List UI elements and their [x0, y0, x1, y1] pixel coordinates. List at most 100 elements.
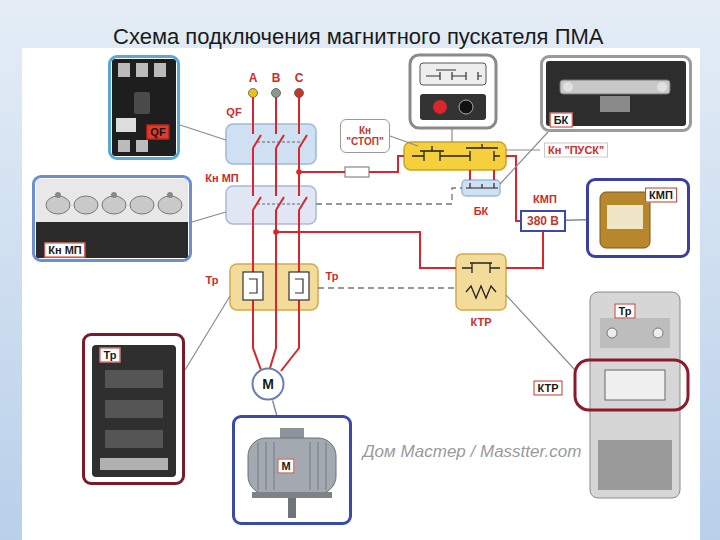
relay-contact-symbol — [466, 286, 496, 298]
motor-circle — [253, 369, 284, 400]
leader-connector — [566, 219, 586, 221]
leader-lines — [192, 212, 226, 222]
control-wires — [276, 156, 543, 268]
contactor-picture — [55, 192, 61, 198]
thermal-relay-picture — [600, 318, 670, 348]
motor-symbol: М — [251, 367, 285, 401]
contactor-picture — [158, 196, 182, 214]
breaker-picture — [136, 140, 148, 152]
junction-dots — [273, 229, 279, 235]
breaker-picture — [112, 59, 176, 156]
breaker-picture — [112, 59, 176, 156]
overload-relay-picture — [105, 430, 163, 448]
breaker-switch-symbols — [253, 135, 307, 148]
motor-picture — [288, 498, 296, 518]
part-label: Тр — [205, 274, 218, 287]
contactor-switch-symbols — [253, 197, 307, 210]
aux-contact-picture — [563, 82, 573, 92]
junction-dots — [296, 169, 302, 175]
breaker-picture — [118, 140, 130, 152]
coil-picture — [607, 205, 643, 229]
contactor-picture — [167, 192, 173, 198]
breaker-picture — [116, 118, 136, 132]
breaker-picture — [118, 63, 130, 77]
button-box — [404, 142, 506, 170]
coil-voltage-box: 380 В — [520, 210, 566, 232]
junction-dots — [273, 169, 302, 235]
motor-picture — [252, 492, 332, 498]
button-picture — [420, 63, 486, 85]
button-box — [404, 142, 506, 170]
coil-picture — [600, 192, 650, 248]
overload-relay-picture — [100, 458, 168, 470]
phase-label: B — [272, 72, 281, 85]
control-wires — [276, 156, 543, 268]
relay-contact-box — [456, 254, 506, 310]
thermal-relay-picture — [575, 360, 688, 410]
mechanical-links — [316, 188, 462, 204]
aux-contact-picture — [560, 80, 670, 94]
contactor-picture — [102, 196, 126, 214]
heater-symbols — [243, 272, 309, 300]
heater-symbols — [289, 272, 309, 300]
relay-contact-symbol — [462, 263, 500, 298]
breaker-box — [226, 124, 316, 164]
button-picture — [426, 70, 482, 80]
heater-symbols — [249, 279, 257, 293]
node-text: М — [262, 376, 274, 392]
watermark: Дом Мастер / Masstter.com — [363, 442, 582, 462]
breaker-photo: QF — [108, 55, 180, 160]
thermal-relay-picture — [653, 328, 663, 338]
breaker-picture — [134, 92, 150, 114]
aux-contact-photo: БК — [540, 55, 692, 132]
aux-contact-box — [462, 180, 500, 196]
overload-relay-picture — [105, 370, 163, 388]
power-wires — [253, 310, 299, 371]
button-picture — [433, 100, 447, 114]
node-text: 380 В — [527, 214, 559, 228]
photo-tag: КТР — [533, 381, 562, 396]
contactor-switch-symbols — [257, 204, 303, 205]
overload-box — [230, 264, 318, 310]
phase-dots — [249, 89, 304, 98]
relay-contact-symbol — [462, 263, 500, 273]
photo-tag: БК — [550, 113, 573, 128]
thermal-relay-picture — [605, 370, 665, 400]
overload-relay-picture — [92, 345, 176, 477]
fuse-symbol — [345, 167, 369, 177]
contactor-picture — [36, 179, 188, 222]
contactor-picture — [111, 192, 117, 198]
breaker-switch-symbols — [257, 142, 303, 143]
part-label: QF — [226, 106, 241, 119]
coil-photo: КМП — [586, 178, 690, 258]
aux-contact-box — [462, 180, 500, 196]
leader-lines — [506, 295, 575, 370]
contactor-picture — [36, 222, 188, 258]
motor-picture — [248, 438, 336, 494]
contactor-switch-symbols — [250, 196, 307, 210]
aux-contact-symbol — [466, 183, 498, 188]
button-picture — [410, 55, 496, 128]
heater-symbols — [243, 272, 263, 300]
breaker-picture — [154, 63, 166, 77]
button-picture — [459, 100, 473, 114]
button-picture — [420, 94, 486, 120]
fuse-symbol — [345, 167, 369, 177]
photo-tag: Тр — [99, 348, 120, 363]
node-text: Кн "СТОП" — [343, 125, 387, 148]
button-contacts — [412, 144, 500, 161]
stop-button-callout: Кн "СТОП" — [340, 119, 390, 153]
contactor-box — [226, 186, 316, 224]
breaker-switch-symbols — [250, 134, 307, 148]
phase-label: A — [249, 72, 258, 85]
motor-picture — [258, 442, 326, 490]
breaker-picture — [136, 63, 148, 77]
thermal-relay-picture — [575, 292, 688, 498]
photo-tag: Тр — [614, 304, 635, 319]
aux-contact-symbol — [466, 183, 498, 188]
part-label: КТР — [470, 316, 491, 329]
motor-picture — [248, 428, 336, 518]
leader-lines — [180, 125, 575, 370]
thermal-relay-picture — [598, 440, 672, 490]
